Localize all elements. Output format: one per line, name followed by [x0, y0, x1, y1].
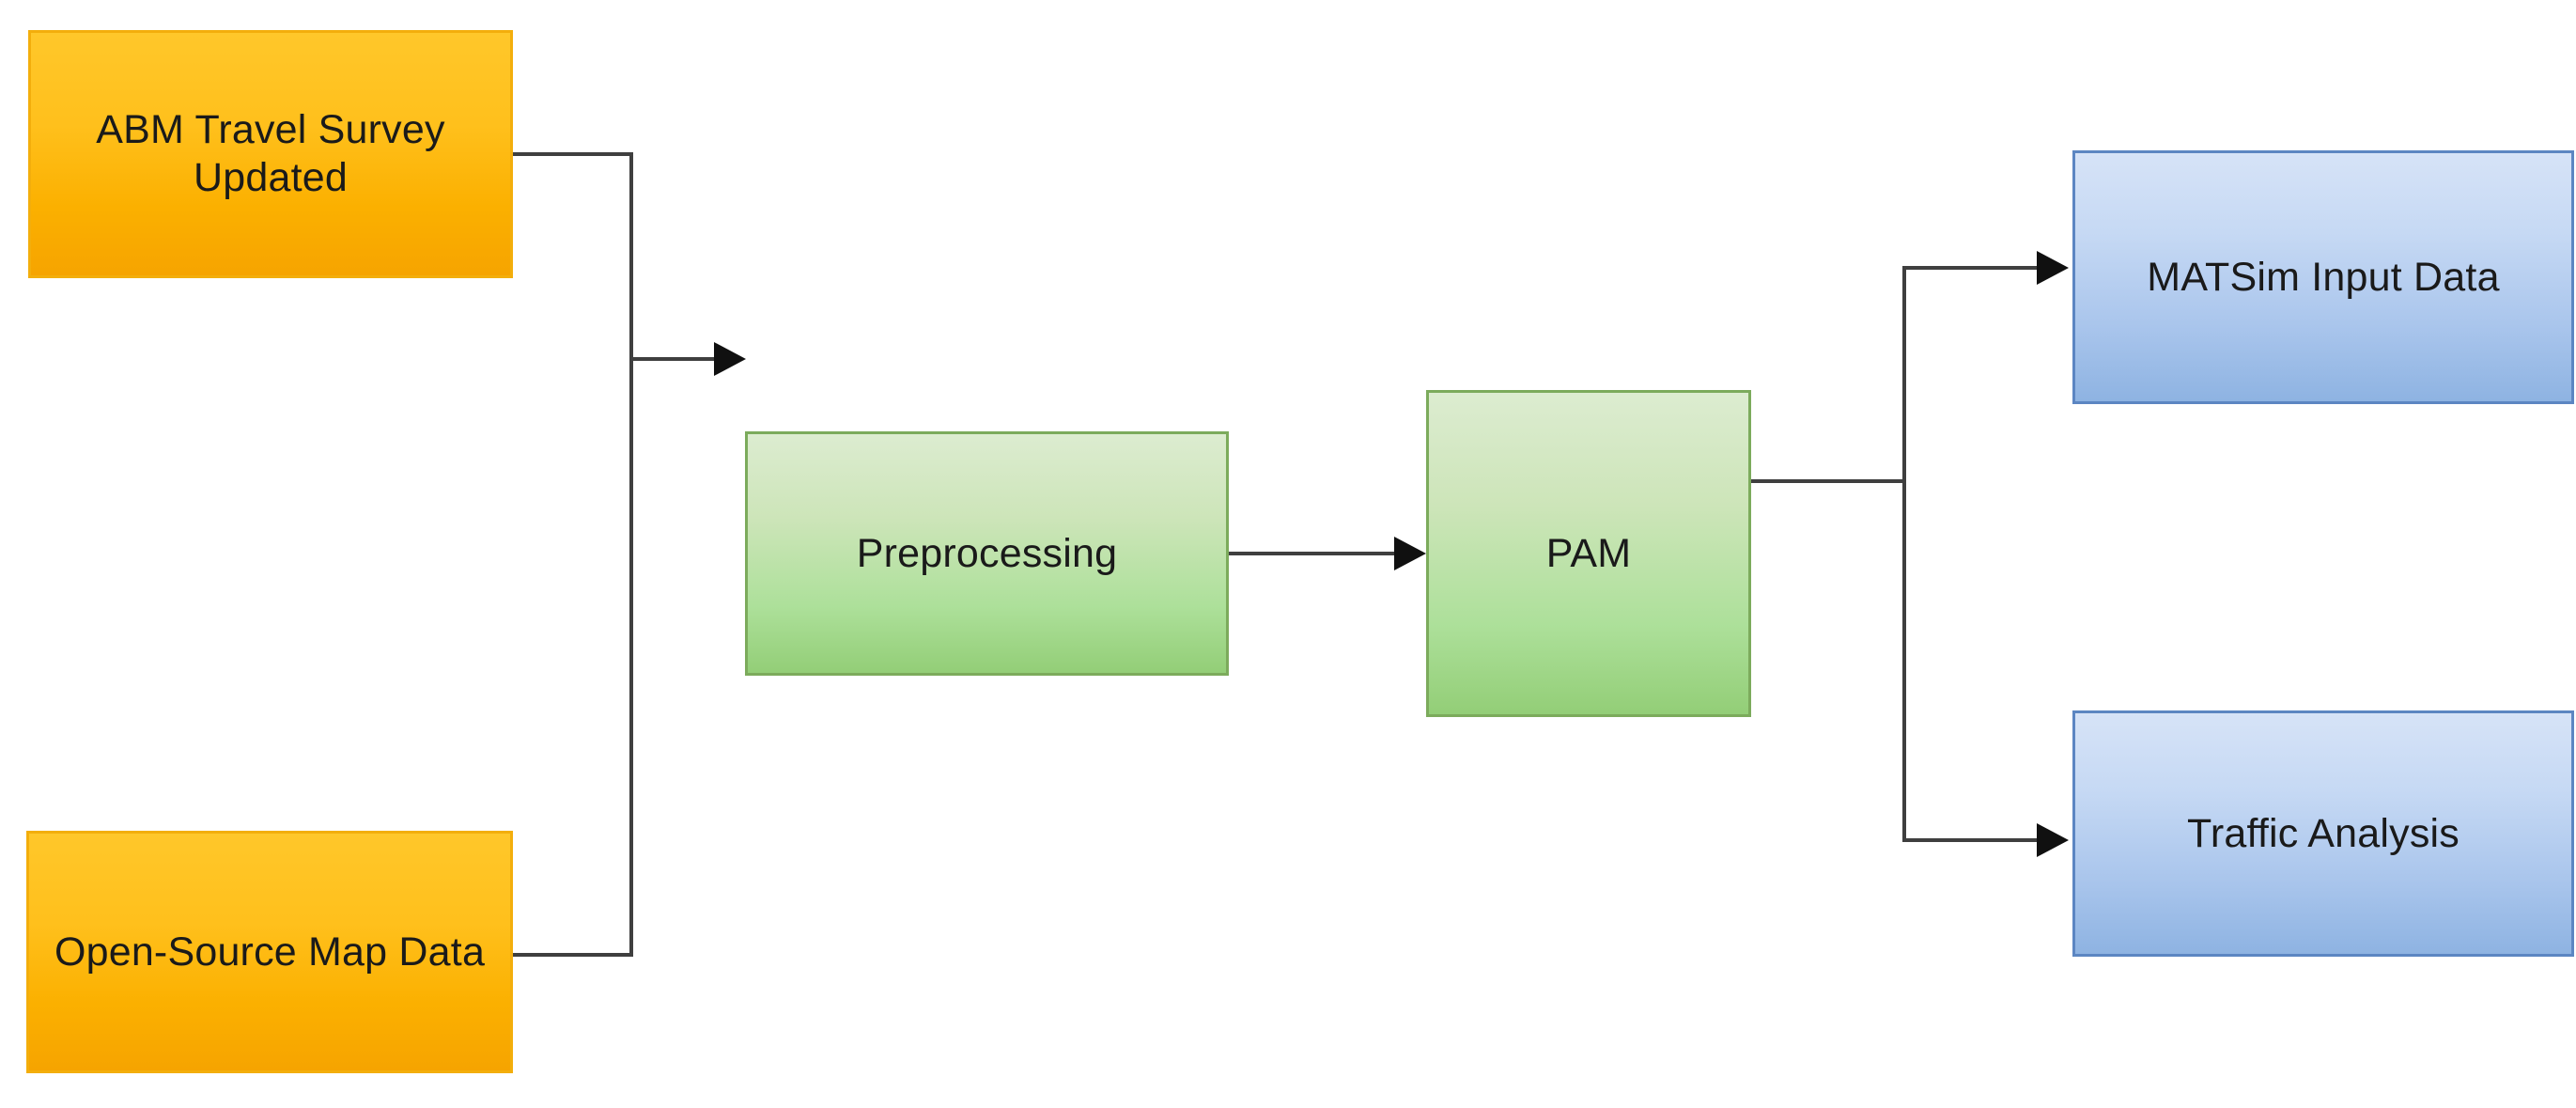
node-traffic-analysis[interactable]: Traffic Analysis: [2072, 710, 2574, 957]
node-label-open-source-map-data: Open-Source Map Data: [54, 929, 486, 975]
node-label-pam: PAM: [1545, 530, 1632, 576]
edge-segment-horizontal: [513, 152, 633, 156]
node-preprocessing[interactable]: Preprocessing: [745, 431, 1229, 676]
arrow-head-icon: [1394, 537, 1426, 570]
arrow-head-icon: [714, 342, 746, 376]
node-abm-travel-survey-updated[interactable]: ABM Travel Survey Updated: [28, 30, 513, 278]
arrow-head-icon: [2037, 251, 2069, 285]
edge-segment-vertical: [1902, 266, 1906, 842]
edge-segment-horizontal: [629, 357, 723, 361]
edge-segment-horizontal: [513, 953, 633, 957]
edge-segment-horizontal: [1751, 479, 1906, 483]
edge-segment-horizontal: [1902, 838, 2039, 842]
node-open-source-map-data[interactable]: Open-Source Map Data: [26, 831, 513, 1073]
node-label-traffic-analysis: Traffic Analysis: [2187, 810, 2460, 856]
node-label-matsim-input-data: MATSim Input Data: [2147, 254, 2500, 300]
edge-segment-vertical: [629, 359, 633, 957]
node-pam[interactable]: PAM: [1426, 390, 1751, 717]
node-label-abm-travel-survey-updated: ABM Travel Survey Updated: [96, 107, 445, 200]
arrow-head-icon: [2037, 823, 2069, 857]
node-label-preprocessing: Preprocessing: [856, 530, 1118, 576]
node-matsim-input-data[interactable]: MATSim Input Data: [2072, 150, 2574, 404]
edge-segment-vertical: [629, 152, 633, 359]
edge-segment-horizontal: [1229, 552, 1398, 555]
edge-segment-horizontal: [1902, 266, 2039, 270]
